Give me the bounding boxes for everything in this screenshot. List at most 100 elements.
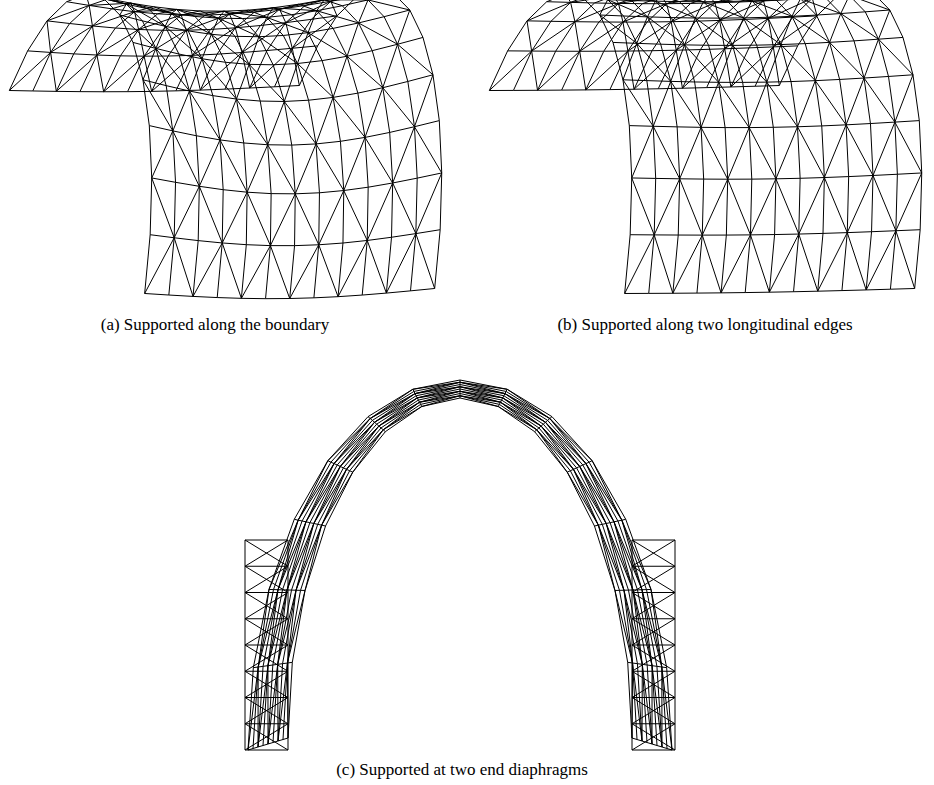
lattice-member xyxy=(199,186,223,189)
lattice-member xyxy=(671,18,684,45)
lattice-member xyxy=(556,51,580,52)
lattice-member xyxy=(768,17,781,44)
lattice-member xyxy=(196,136,199,187)
end-diaphragm-truss xyxy=(245,566,288,592)
lattice-member xyxy=(414,127,417,178)
lattice-member xyxy=(331,462,334,463)
lattice-member xyxy=(622,520,651,589)
lattice-member xyxy=(322,471,350,525)
lattice-member xyxy=(676,50,682,88)
lattice-member xyxy=(385,407,421,432)
lattice-member xyxy=(244,143,268,145)
lattice-member xyxy=(196,136,220,140)
end-diaphragm-truss xyxy=(632,619,675,645)
lattice-member xyxy=(825,0,841,14)
lattice-member xyxy=(623,80,653,126)
lattice-member xyxy=(179,54,202,59)
lattice-member xyxy=(249,64,284,101)
end-diaphragm-truss xyxy=(245,540,288,566)
lattice-member xyxy=(319,191,344,245)
lattice-member xyxy=(28,21,47,51)
lattice-member xyxy=(342,191,344,243)
lattice-member xyxy=(423,37,433,74)
lattice-member xyxy=(671,81,677,126)
lattice-member xyxy=(606,523,628,590)
lattice-member xyxy=(211,34,235,36)
lattice-member xyxy=(830,41,854,43)
lattice-member xyxy=(322,56,347,60)
lattice-member xyxy=(652,665,657,667)
lattice-member xyxy=(92,26,97,55)
lattice-member xyxy=(602,524,624,590)
lattice-member xyxy=(896,174,898,230)
end-diaphragm-truss xyxy=(245,698,288,724)
lattice-member xyxy=(637,43,671,81)
lattice-member xyxy=(750,234,774,235)
lattice-member xyxy=(290,297,314,299)
lattice-member xyxy=(149,126,151,178)
lattice-member xyxy=(283,738,288,740)
lattice-member xyxy=(342,0,368,6)
lattice-member xyxy=(896,231,915,289)
lattice-member xyxy=(678,179,679,235)
lattice-member xyxy=(709,45,733,46)
lattice-member xyxy=(623,4,643,22)
lattice-member xyxy=(156,26,165,48)
lattice-member xyxy=(368,0,384,17)
lattice-member xyxy=(297,33,308,64)
lattice-member xyxy=(220,99,236,140)
lattice-member xyxy=(176,182,200,186)
lattice-member xyxy=(815,81,821,126)
lattice-member xyxy=(633,663,637,739)
lattice-member xyxy=(750,179,775,235)
lattice-member xyxy=(392,234,416,238)
end-diaphragm-truss xyxy=(632,645,675,671)
lattice-member xyxy=(414,127,441,173)
lattice-member xyxy=(822,125,846,126)
lattice-member xyxy=(322,472,353,525)
lattice-member xyxy=(743,17,767,19)
lattice-member xyxy=(890,231,895,289)
lattice-member xyxy=(70,5,90,23)
lattice-member xyxy=(895,122,922,173)
lattice-member xyxy=(218,18,242,19)
lattice-member xyxy=(213,96,237,99)
lattice-member xyxy=(625,235,655,294)
lattice-member xyxy=(269,520,298,589)
lattice-member xyxy=(781,45,815,81)
lattice-member xyxy=(248,667,258,750)
lattice-member xyxy=(728,0,752,2)
lattice-member xyxy=(776,0,792,16)
lattice-member xyxy=(695,18,719,19)
lattice-member xyxy=(508,21,527,51)
lattice-member xyxy=(864,78,895,122)
lattice-member xyxy=(292,145,295,194)
lattice-member xyxy=(752,1,792,16)
end-diaphragm-truss xyxy=(245,750,288,751)
lattice-member xyxy=(259,37,298,64)
shell-a-wireframe xyxy=(9,0,441,299)
lattice-member xyxy=(70,24,93,26)
lattice-member xyxy=(218,18,259,37)
lattice-member xyxy=(872,175,873,231)
lattice-member xyxy=(647,665,652,667)
lattice-member xyxy=(200,10,224,11)
lattice-member xyxy=(679,1,703,2)
lattice-member xyxy=(613,42,637,44)
lattice-member xyxy=(173,131,176,182)
lattice-member xyxy=(278,590,287,664)
lattice-member xyxy=(701,127,728,179)
lattice-member xyxy=(679,2,695,18)
lattice-member xyxy=(223,190,247,193)
end-diaphragm-truss xyxy=(632,593,675,619)
lattice-member xyxy=(316,141,340,144)
lattice-member xyxy=(824,176,848,178)
lattice-member xyxy=(220,140,244,143)
lattice-member xyxy=(362,293,386,295)
lattice-member xyxy=(284,64,297,102)
lattice-member xyxy=(816,15,829,42)
lattice-member xyxy=(296,590,301,591)
lattice-member xyxy=(174,182,175,237)
lattice-member xyxy=(302,520,306,522)
lattice-member xyxy=(51,26,93,52)
